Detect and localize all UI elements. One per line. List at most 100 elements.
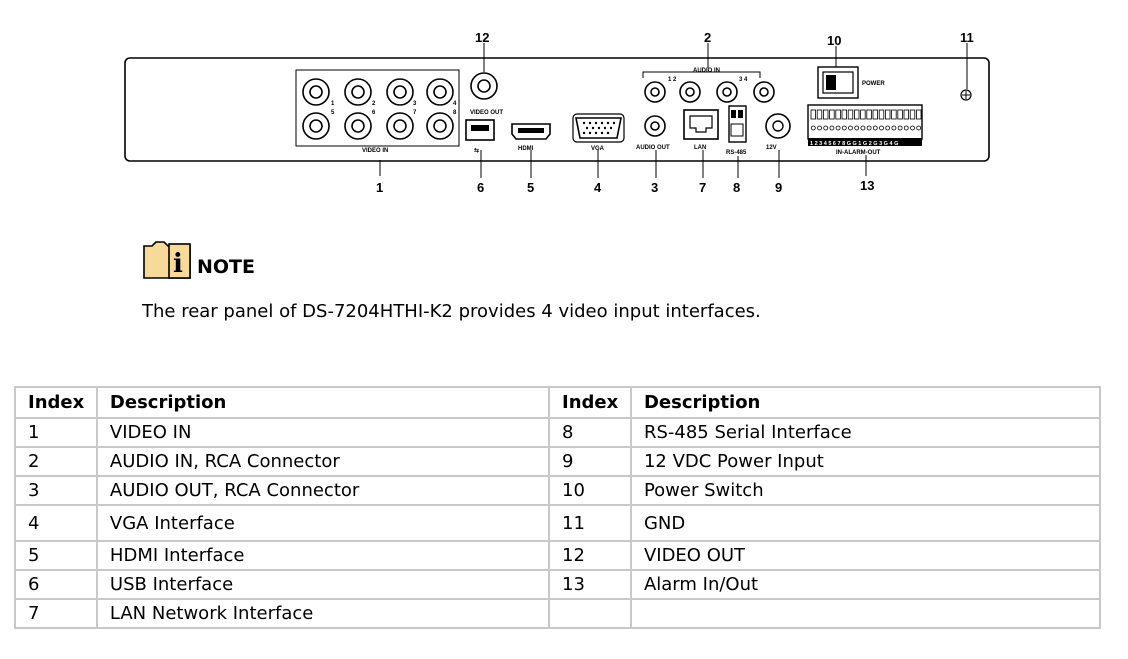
alarm-terminal-screw	[854, 125, 860, 131]
alarm-terminal-screw	[872, 125, 878, 131]
rear-panel-diagram: 1 2 3 4 5 6 7 8 VIDEO IN VIDEO OUT ⇆ HDM…	[124, 30, 990, 195]
channel-number: 5	[331, 110, 335, 116]
alarm-terminal-screw	[885, 125, 891, 131]
alarm-terminal-slot	[816, 109, 823, 120]
callout-3: 3	[651, 180, 658, 195]
audio-in-channels-b: 3 4	[739, 77, 748, 83]
alarm-terminal-slot	[810, 109, 816, 120]
vga-label: VGA	[591, 146, 605, 152]
table-cell: 7	[14, 598, 98, 629]
callout-11: 11	[960, 30, 974, 45]
table-cell: 8	[548, 417, 632, 448]
table-cell: 11	[548, 504, 632, 542]
alarm-terminal-slot	[916, 109, 922, 120]
callout-6: 6	[477, 180, 484, 195]
alarm-terminal-slot	[829, 109, 835, 120]
alarm-terminal-screw	[866, 125, 872, 131]
usb-icon: ⇆	[474, 146, 479, 154]
usb-port: ⇆	[465, 119, 495, 154]
channel-number: 3	[413, 101, 417, 107]
alarm-terminal-screw	[903, 125, 909, 131]
table-row: 2 AUDIO IN, RCA Connector 9 12 VDC Power…	[14, 446, 1102, 477]
callout-13: 13	[860, 178, 874, 193]
alarm-terminal-slot	[866, 109, 872, 120]
svg-text:i: i	[173, 249, 183, 279]
alarm-terminal-slot	[835, 109, 841, 120]
alarm-terminal-slot	[823, 109, 829, 120]
video-in-label: VIDEO IN	[362, 148, 388, 154]
alarm-terminal-screw	[817, 125, 822, 131]
alarm-terminal-slot	[847, 109, 854, 120]
gnd-terminal	[960, 89, 972, 101]
table-cell: GND	[629, 504, 1102, 542]
table-cell: RS-485 Serial Interface	[629, 417, 1102, 448]
hdmi-label: HDMI	[518, 146, 534, 152]
table-row: 7 LAN Network Interface	[14, 598, 1102, 629]
callout-5: 5	[527, 180, 534, 195]
alarm-terminal-slot	[841, 109, 847, 120]
table-cell: Power Switch	[629, 475, 1102, 506]
alarm-terminal-screw	[829, 125, 835, 131]
table-row: 4 VGA Interface 11 GND	[14, 504, 1102, 542]
power-input-connector: 12V	[765, 113, 791, 151]
audio-in-label: AUDIO IN	[693, 68, 720, 74]
channel-number: 7	[413, 110, 417, 116]
table-cell: 10	[548, 475, 632, 506]
channel-number: 6	[372, 110, 376, 116]
alarm-terminal-screw	[916, 125, 922, 131]
alarm-terminal-slot	[854, 109, 860, 120]
table-cell: 3	[14, 475, 98, 506]
audio-in-channels-a: 1 2	[668, 77, 677, 83]
table-row: 5 HDMI Interface 12 VIDEO OUT	[14, 540, 1102, 571]
callout-10: 10	[827, 33, 841, 48]
alarm-terminal-screw	[810, 125, 816, 131]
column-header-index: Index	[14, 386, 98, 419]
audio-out-label: AUDIO OUT	[636, 145, 670, 151]
note-text: The rear panel of DS-7204HTHI-K2 provide…	[142, 301, 761, 322]
hdmi-port: HDMI	[511, 123, 551, 152]
alarm-terminal-slot	[903, 109, 909, 120]
alarm-terminal-slot	[891, 109, 897, 120]
alarm-terminal-slot	[885, 109, 891, 120]
table-cell	[629, 598, 1102, 629]
callout-1: 1	[376, 180, 383, 195]
video-out-label: VIDEO OUT	[470, 110, 503, 116]
lan-label: LAN	[694, 145, 706, 151]
table-cell: VGA Interface	[95, 504, 551, 542]
callout-4: 4	[594, 180, 602, 195]
callout-9: 9	[775, 180, 782, 195]
alarm-pin-labels: 1 2 3 4 5 6 7 8 G G 1 G 2 G 3 G 4 G	[810, 141, 898, 147]
table-row: 6 USB Interface 13 Alarm In/Out	[14, 569, 1102, 600]
table-cell: VIDEO OUT	[629, 540, 1102, 571]
table-cell: VIDEO IN	[95, 417, 551, 448]
alarm-terminal-screw	[860, 125, 866, 131]
interface-table: Index Description Index Description 1 VI…	[14, 386, 1102, 629]
power-label: POWER	[862, 81, 885, 87]
channel-number: 2	[372, 101, 376, 107]
column-header-description: Description	[629, 386, 1102, 419]
table-cell: 5	[14, 540, 98, 571]
table-cell: 1	[14, 417, 98, 448]
note-icon: i	[143, 241, 191, 279]
table-cell: AUDIO OUT, RCA Connector	[95, 475, 551, 506]
audio-connectors: AUDIO IN 1 2 3 4 AUDIO OUT	[636, 68, 775, 151]
table-cell: Alarm In/Out	[629, 569, 1102, 600]
table-cell: 12 VDC Power Input	[629, 446, 1102, 477]
vga-port: VGA	[572, 113, 625, 152]
alarm-terminal-slot	[872, 109, 878, 120]
table-cell: AUDIO IN, RCA Connector	[95, 446, 551, 477]
table-cell: 9	[548, 446, 632, 477]
alarm-label: IN-ALARM-OUT	[836, 150, 881, 156]
table-cell	[548, 598, 632, 629]
table-cell: 13	[548, 569, 632, 600]
channel-number: 4	[453, 101, 457, 107]
channel-number: 1	[331, 101, 335, 107]
rs485-terminal: RS-485	[726, 105, 747, 156]
table-cell: 12	[548, 540, 632, 571]
table-cell: HDMI Interface	[95, 540, 551, 571]
power-12v-label: 12V	[766, 145, 777, 151]
alarm-terminal-screw	[897, 125, 903, 131]
column-header-description: Description	[95, 386, 551, 419]
table-row: 1 VIDEO IN 8 RS-485 Serial Interface	[14, 417, 1102, 448]
alarm-terminal-block: 1 2 3 4 5 6 7 8 G G 1 G 2 G 3 G 4 G IN-A…	[807, 104, 923, 156]
